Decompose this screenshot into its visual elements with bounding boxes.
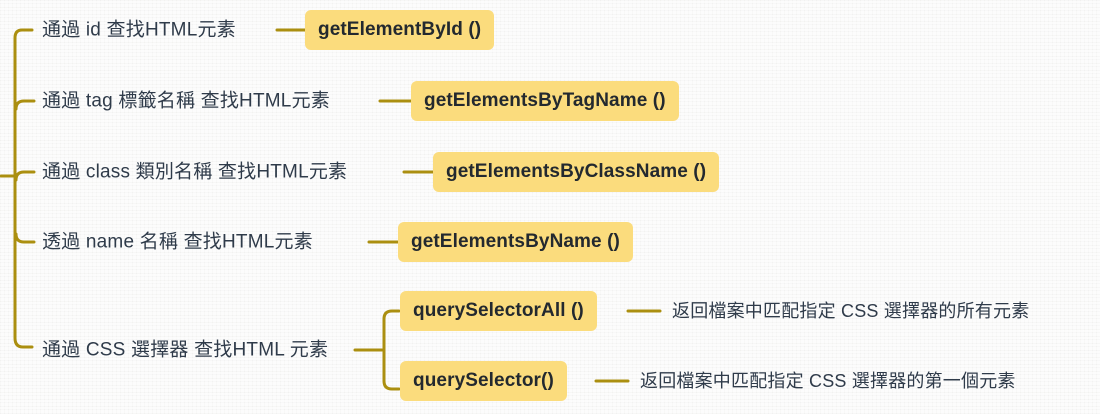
branch-label-by-id: 通過 id 查找HTML元素	[42, 19, 236, 41]
method-pill-queryselector[interactable]: querySelector()	[400, 361, 567, 401]
sub-branch-bracket	[382, 309, 401, 391]
method-pill-getelementbyid[interactable]: getElementById ()	[305, 10, 495, 50]
method-pill-getelementsbyname[interactable]: getElementsByName ()	[398, 222, 633, 262]
branch-stub-row-3	[14, 170, 36, 182]
branch-label-by-tag: 通過 tag 標籤名稱 查找HTML元素	[42, 90, 330, 112]
main-spine-line	[13, 28, 34, 349]
description-queryselector: 返回檔案中匹配指定 CSS 選擇器的第一個元素	[640, 371, 1016, 391]
method-pill-getelementsbyclassname[interactable]: getElementsByClassName ()	[433, 152, 720, 192]
branch-stub-row-2	[14, 99, 36, 111]
branch-label-by-class: 通過 class 類別名稱 查找HTML元素	[42, 161, 348, 183]
method-pill-queryselectorall[interactable]: querySelectorAll ()	[400, 291, 597, 331]
branch-label-by-name: 透過 name 名稱 查找HTML元素	[42, 231, 313, 253]
description-queryselectorall: 返回檔案中匹配指定 CSS 選擇器的所有元素	[672, 301, 1030, 321]
branch-stub-row-4	[14, 232, 36, 244]
method-pill-getelementsbytagname[interactable]: getElementsByTagName ()	[411, 81, 679, 121]
branch-label-by-css-selector: 通過 CSS 選擇器 查找HTML 元素	[42, 339, 329, 361]
